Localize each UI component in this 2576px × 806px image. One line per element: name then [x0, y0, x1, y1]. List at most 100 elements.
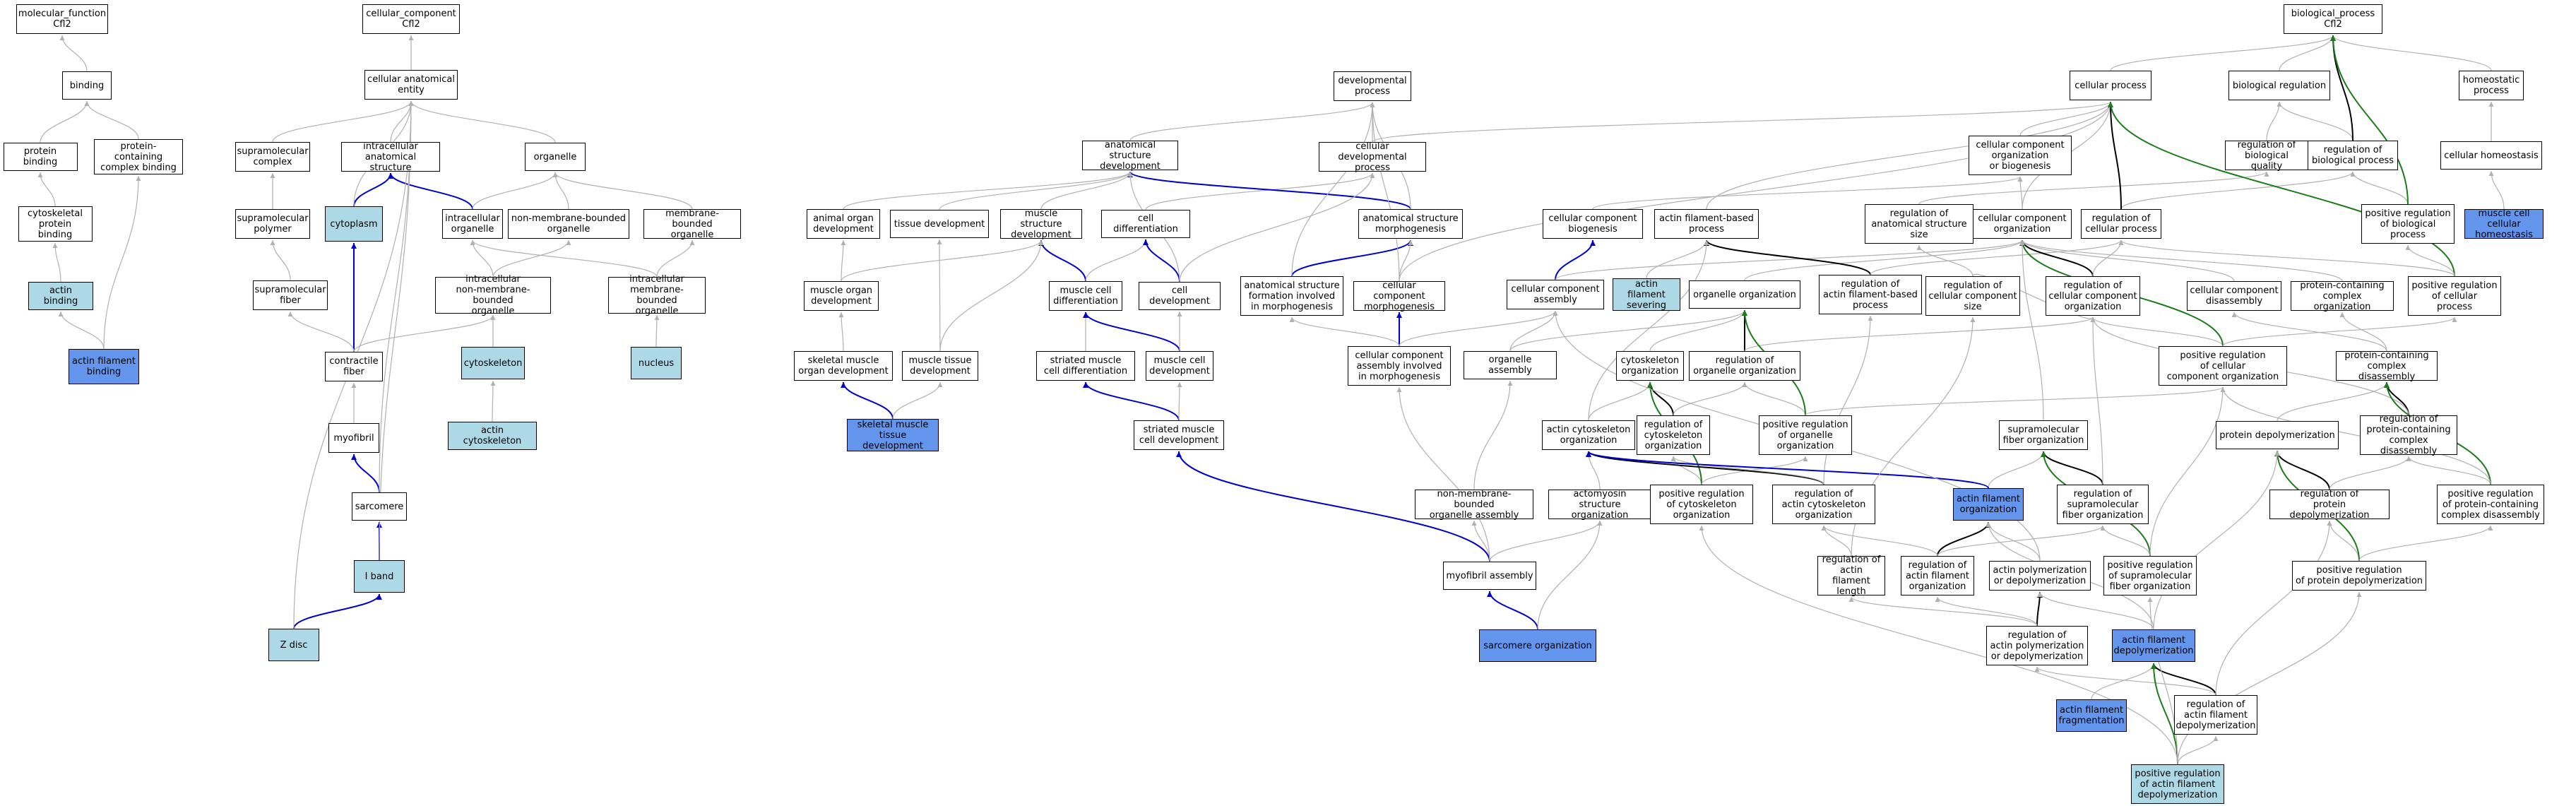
term-node-mb-organelle[interactable]: membrane-bounded organelle: [643, 208, 741, 240]
term-node-intra-nmb-organelle[interactable]: intracellular non-membrane-bounded organ…: [435, 274, 551, 316]
term-node-myofibril[interactable]: myofibril: [328, 423, 379, 453]
term-node-nmb-organelle[interactable]: non-membrane-bounded organelle: [508, 209, 629, 239]
term-node-reg-cc-size[interactable]: regulation of cellular component size: [1925, 276, 2020, 316]
term-node-pos-reg-sfo[interactable]: positive regulation of supramolecular fi…: [2103, 556, 2197, 595]
term-node-reg-aco[interactable]: regulation of actin cytoskeleton organiz…: [1772, 485, 1875, 524]
term-node-af-fragmentation[interactable]: actin filament fragmentation: [2056, 699, 2127, 732]
term-node-sarcomere[interactable]: sarcomere: [352, 492, 407, 521]
term-node-ccm[interactable]: cellular component morphogenesis: [1353, 280, 1445, 312]
term-node-smcd[interactable]: striated muscle cell differentiation: [1036, 351, 1135, 381]
term-node-protein-depoly[interactable]: protein depolymerization: [2216, 421, 2339, 449]
term-node-reg-af-length[interactable]: regulation of actin filament length: [1817, 555, 1885, 597]
term-node-smtd[interactable]: skeletal muscle tissue development: [847, 419, 939, 451]
term-node-mcdev[interactable]: muscle cell development: [1146, 351, 1213, 381]
term-node-mcd[interactable]: muscle cell differentiation: [1049, 281, 1122, 311]
term-node-aod[interactable]: animal organ development: [807, 209, 880, 239]
term-node-ccaim[interactable]: cellular component assembly involved in …: [1348, 346, 1451, 386]
term-node-pos-reg-cyto-org[interactable]: positive regulation of cytoskeleton orga…: [1650, 485, 1753, 524]
term-node-pos-reg-org-org[interactable]: positive regulation of organelle organiz…: [1759, 415, 1852, 455]
term-node-cell-dev[interactable]: cell development: [1139, 282, 1221, 310]
term-node-myofibril-assembly[interactable]: myofibril assembly: [1443, 562, 1536, 590]
term-node-reg-pc-complex-dis[interactable]: regulation of protein-containing complex…: [2360, 414, 2457, 456]
term-node-actin-cytoskeleton[interactable]: actin cytoskeleton: [448, 422, 537, 450]
term-node-reg-as-size[interactable]: regulation of anatomical structure size: [1865, 204, 1973, 244]
term-node-cellular-process[interactable]: cellular process: [2070, 71, 2151, 100]
term-node-reg-afbp[interactable]: regulation of actin filament-based proce…: [1819, 275, 1922, 314]
term-node-binding[interactable]: binding: [62, 71, 112, 100]
term-node-nmboa[interactable]: non-membrane-bounded organelle assembly: [1415, 489, 1533, 521]
term-node-aco[interactable]: actin cytoskeleton organization: [1542, 420, 1635, 450]
term-node-af-org[interactable]: actin filament organization: [1953, 488, 2024, 521]
term-node-mc-homeo[interactable]: muscle cell cellular homeostasis: [2464, 208, 2544, 240]
term-node-smcdev[interactable]: striated muscle cell development: [1134, 420, 1224, 450]
term-node-pos-reg-bio-process[interactable]: positive regulation of biological proces…: [2361, 204, 2455, 244]
term-node-cae[interactable]: cellular anatomical entity: [364, 70, 458, 100]
term-node-cyto-protein-binding[interactable]: cytoskeletal protein binding: [18, 206, 93, 242]
term-node-reg-cyto-org[interactable]: regulation of cytoskeleton organization: [1637, 415, 1710, 455]
term-node-reg-actin-poly-depoly[interactable]: regulation of actin polymerization or de…: [1986, 626, 2088, 665]
term-node-cyto-org[interactable]: cytoskeleton organization: [1616, 351, 1684, 381]
term-node-intra-organelle[interactable]: intracellular organelle: [442, 209, 503, 239]
term-node-reg-org-org[interactable]: regulation of organelle organization: [1689, 351, 1800, 381]
term-node-org-assembly[interactable]: organelle assembly: [1464, 351, 1557, 379]
term-node-actin-poly-depoly[interactable]: actin polymerization or depolymerization: [1989, 561, 2091, 591]
term-node-reg-cco[interactable]: regulation of cellular component organiz…: [2046, 276, 2140, 316]
term-node-actomyosin[interactable]: actomyosin structure organization: [1548, 489, 1651, 521]
term-node-homeo-process[interactable]: homeostatic process: [2459, 71, 2524, 100]
term-node-ccob[interactable]: cellular component organization or bioge…: [1969, 136, 2072, 175]
term-node-supramol-fiber[interactable]: supramolecular fiber: [253, 280, 328, 310]
term-node-actin-binding[interactable]: actin binding: [28, 282, 93, 310]
term-node-supramol-complex[interactable]: supramolecular complex: [235, 142, 310, 172]
term-node-pc-complex-org[interactable]: protein-containing complex organization: [2291, 280, 2394, 312]
term-node-pos-reg-protein-depoly[interactable]: positive regulation of protein depolymer…: [2292, 561, 2426, 591]
term-node-dev-process[interactable]: developmental process: [1334, 71, 1411, 101]
term-node-intra-mb-organelle[interactable]: intracellular membrane-bounded organelle: [608, 274, 706, 316]
term-node-ias[interactable]: intracellular anatomical structure: [341, 141, 440, 173]
term-node-cell-homeo[interactable]: cellular homeostasis: [2440, 141, 2542, 170]
term-node-cell-diff[interactable]: cell differentiation: [1101, 210, 1190, 238]
term-node-protein-binding[interactable]: protein binding: [3, 143, 78, 171]
term-node-sfo[interactable]: supramolecular fiber organization: [1999, 420, 2088, 450]
term-node-cc[interactable]: cellular_component Cfl2: [362, 4, 460, 34]
term-node-cytoskeleton[interactable]: cytoskeleton: [461, 347, 525, 379]
term-node-af-severing[interactable]: actin filament severing: [1613, 278, 1680, 311]
term-node-sarcomere-org[interactable]: sarcomere organization: [1479, 629, 1596, 662]
term-node-pc-complex-dis[interactable]: protein-containing complex disassembly: [2336, 350, 2438, 382]
term-node-bio-reg[interactable]: biological regulation: [2228, 71, 2330, 100]
term-node-cc-disassembly[interactable]: cellular component disassembly: [2187, 281, 2281, 311]
term-node-asfm[interactable]: anatomical structure formation involved …: [1240, 276, 1343, 316]
term-node-af-depoly[interactable]: actin filament depolymerization: [2112, 629, 2195, 662]
term-node-reg-af-depoly[interactable]: regulation of actin filament depolymeriz…: [2174, 695, 2257, 735]
term-node-nucleus[interactable]: nucleus: [631, 347, 682, 379]
term-node-supramol-polymer[interactable]: supramolecular polymer: [235, 209, 310, 239]
term-node-cca[interactable]: cellular component assembly: [1507, 280, 1604, 309]
term-node-reg-bio-quality[interactable]: regulation of biological quality: [2225, 140, 2308, 172]
term-node-pos-reg-cco[interactable]: positive regulation of cellular componen…: [2159, 346, 2287, 386]
term-node-contractile-fiber[interactable]: contractile fiber: [325, 352, 383, 381]
term-node-mtd[interactable]: muscle tissue development: [902, 351, 978, 381]
term-node-tissue-dev[interactable]: tissue development: [890, 210, 989, 238]
term-node-organelle[interactable]: organelle: [525, 143, 586, 171]
term-node-org-org[interactable]: organelle organization: [1689, 280, 1800, 309]
term-node-reg-cell-process[interactable]: regulation of cellular process: [2081, 209, 2161, 239]
term-node-afbp[interactable]: actin filament-based process: [1654, 209, 1759, 239]
term-node-smod[interactable]: skeletal muscle organ development: [794, 351, 893, 381]
term-node-ccb[interactable]: cellular component biogenesis: [1543, 209, 1643, 239]
term-node-reg-bio-process[interactable]: regulation of biological process: [2308, 141, 2398, 170]
term-node-i-band[interactable]: I band: [354, 560, 405, 593]
term-node-reg-protein-depoly[interactable]: regulation of protein depolymerization: [2269, 489, 2390, 521]
term-node-asd[interactable]: anatomical structure development: [1082, 140, 1178, 172]
term-node-cco[interactable]: cellular component organization: [1973, 209, 2072, 239]
term-node-mf[interactable]: molecular_function Cfl2: [16, 4, 108, 34]
term-node-cdp[interactable]: cellular developmental process: [1319, 141, 1426, 173]
term-node-reg-sfo[interactable]: regulation of supramolecular fiber organ…: [2057, 485, 2149, 524]
term-node-msd[interactable]: muscle structure development: [1000, 208, 1082, 240]
term-node-bp[interactable]: biological_process Cfl2: [2284, 4, 2382, 34]
term-node-af-binding[interactable]: actin filament binding: [69, 349, 139, 384]
term-node-pos-reg-cell-process[interactable]: positive regulation of cellular process: [2408, 276, 2501, 316]
term-node-pos-reg-pc-complex-dis[interactable]: positive regulation of protein-containin…: [2437, 485, 2544, 524]
term-node-pos-reg-af-depoly[interactable]: positive regulation of actin filament de…: [2131, 764, 2224, 804]
term-node-asm[interactable]: anatomical structure morphogenesis: [1358, 209, 1463, 239]
term-node-cytoplasm[interactable]: cytoplasm: [325, 206, 383, 242]
term-node-reg-af-org[interactable]: regulation of actin filament organizatio…: [1901, 556, 1974, 595]
